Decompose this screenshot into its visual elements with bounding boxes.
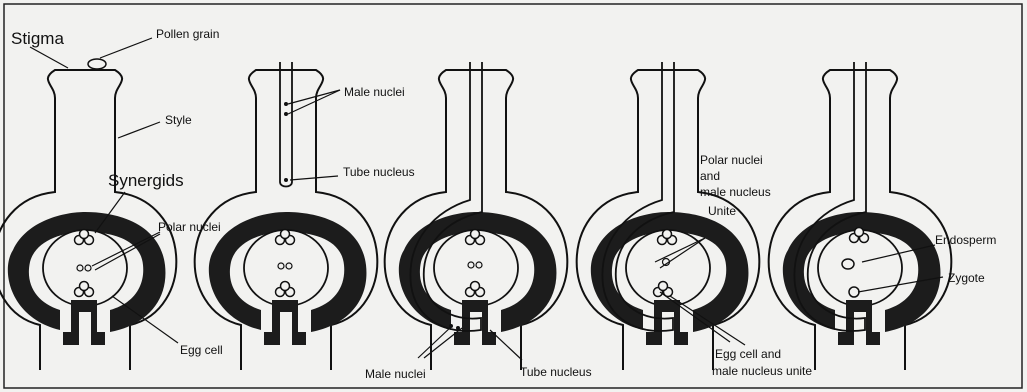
label-male-nuclei-bottom: Male nuclei bbox=[365, 367, 426, 381]
label-pollen-grain: Pollen grain bbox=[156, 27, 219, 41]
label-polar-line3: male nucleus bbox=[700, 185, 771, 199]
label-stigma: Stigma bbox=[11, 29, 64, 48]
label-zygote: Zygote bbox=[948, 271, 985, 285]
label-synergids: Synergids bbox=[108, 171, 184, 190]
label-male-nuclei-top: Male nuclei bbox=[344, 85, 405, 99]
label-polar-line2: and bbox=[700, 169, 720, 183]
label-style: Style bbox=[165, 113, 192, 127]
label-polar-line1: Polar nuclei bbox=[700, 153, 763, 167]
label-endosperm: Endosperm bbox=[935, 233, 996, 247]
label-egg-unite-line1: Egg cell and bbox=[715, 347, 781, 361]
label-egg-unite-line2: male nucleus unite bbox=[712, 364, 812, 378]
label-polar-nuclei: Polar nuclei bbox=[158, 220, 221, 234]
label-tube-nucleus-bottom: Tube nucleus bbox=[520, 365, 592, 379]
label-unite: Unite bbox=[708, 204, 736, 218]
label-egg-cell: Egg cell bbox=[180, 343, 223, 357]
label-tube-nucleus-top: Tube nucleus bbox=[343, 165, 415, 179]
